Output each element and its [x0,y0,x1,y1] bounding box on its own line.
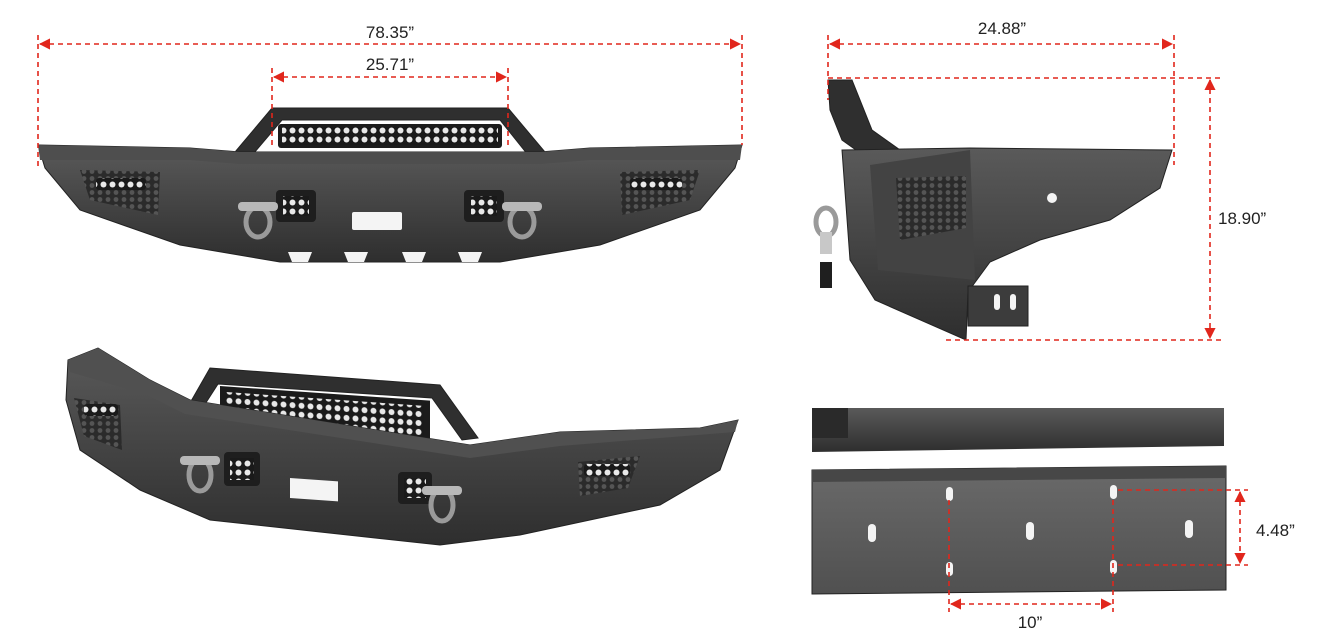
isometric-view [65,347,739,546]
front-view: 78.35” 25.71” [37,23,743,263]
skid-plate-slots [288,252,482,262]
side-upper-hoop [827,79,902,161]
mount-holes [868,485,1193,576]
dimension-side-depth: 24.88” [827,19,1175,165]
dimension-label: 24.88” [978,19,1027,38]
left-d-ring-shackle [238,202,278,240]
side-d-ring-shackle [813,205,839,288]
winch-fairlead-opening [352,212,402,230]
upper-frame-rail [812,408,1224,452]
dimension-label: 25.71” [366,55,415,74]
dimension-label: 4.48” [1256,521,1295,540]
dimension-lightbar-width: 25.71” [271,55,509,148]
dimension-label: 78.35” [366,23,415,42]
side-view: 24.88” 18.90” [813,19,1267,341]
side-mesh-panel [896,176,966,240]
mount-detail-view: 4.48” 10” [811,408,1295,632]
dimension-label: 10” [1018,613,1043,632]
dimension-mount-vertical: 4.48” [1118,489,1295,566]
dimension-mount-horizontal: 10” [948,500,1114,632]
right-d-ring-shackle [502,202,542,240]
dimension-side-height: 18.90” [828,77,1267,341]
dimension-label: 18.90” [1218,209,1267,228]
dimension-overall-width: 78.35” [37,23,743,168]
